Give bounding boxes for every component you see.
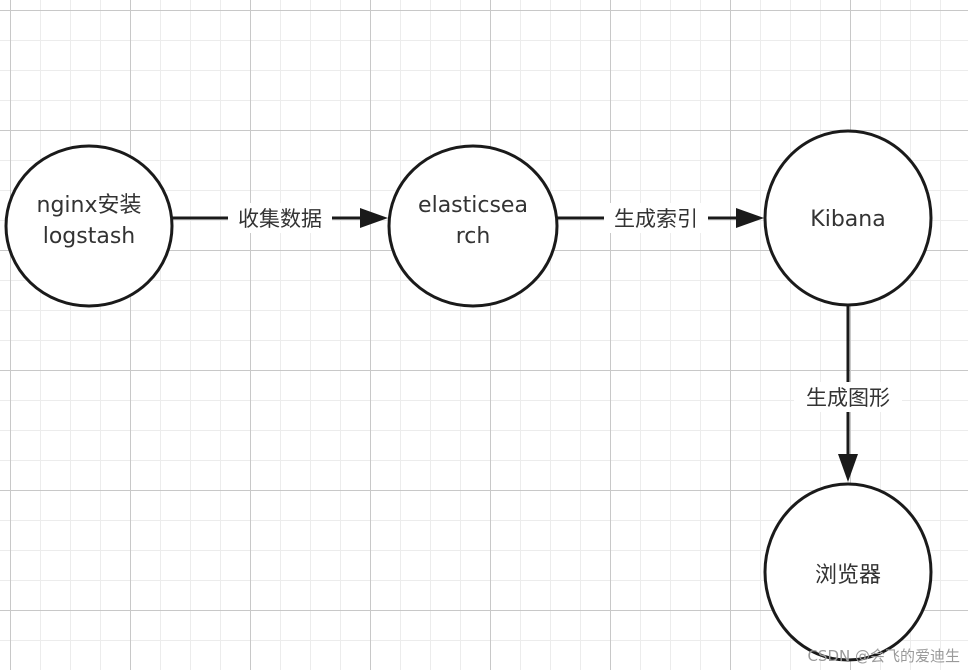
edge-collect-data: 收集数据 [172, 203, 388, 233]
node-circle [763, 482, 933, 662]
edge-generate-index: 生成索引 [557, 203, 764, 233]
edge-label-background [228, 203, 332, 233]
edge-label-collect-data: 收集数据 [238, 207, 322, 231]
edge-label-generate-graph: 生成图形 [806, 386, 890, 410]
node-label-line1: elasticsea [418, 193, 528, 218]
arrowhead-icon [360, 208, 388, 228]
node-label-line2: rch [456, 224, 491, 249]
node-nginx-logstash: nginx安装 logstash [4, 144, 174, 308]
node-circle [387, 144, 559, 308]
edge-generate-graph: 生成图形 [794, 306, 902, 482]
node-circle [4, 144, 174, 308]
node-label: 浏览器 [815, 563, 881, 588]
node-label-line1: nginx安装 [37, 193, 142, 218]
node-browser: 浏览器 [763, 482, 933, 662]
edge-label-background [794, 382, 902, 412]
edge-label-generate-index: 生成索引 [614, 207, 698, 231]
node-label: Kibana [810, 207, 885, 232]
node-label-line2: logstash [43, 224, 136, 249]
node-kibana: Kibana [763, 129, 933, 307]
edge-label-background [604, 203, 708, 233]
node-circle [763, 129, 933, 307]
node-elasticsearch: elasticsea rch [387, 144, 559, 308]
arrowhead-icon [838, 454, 858, 482]
arrowhead-icon [736, 208, 764, 228]
watermark-text: CSDN @会飞的爱迪生 [807, 647, 960, 665]
